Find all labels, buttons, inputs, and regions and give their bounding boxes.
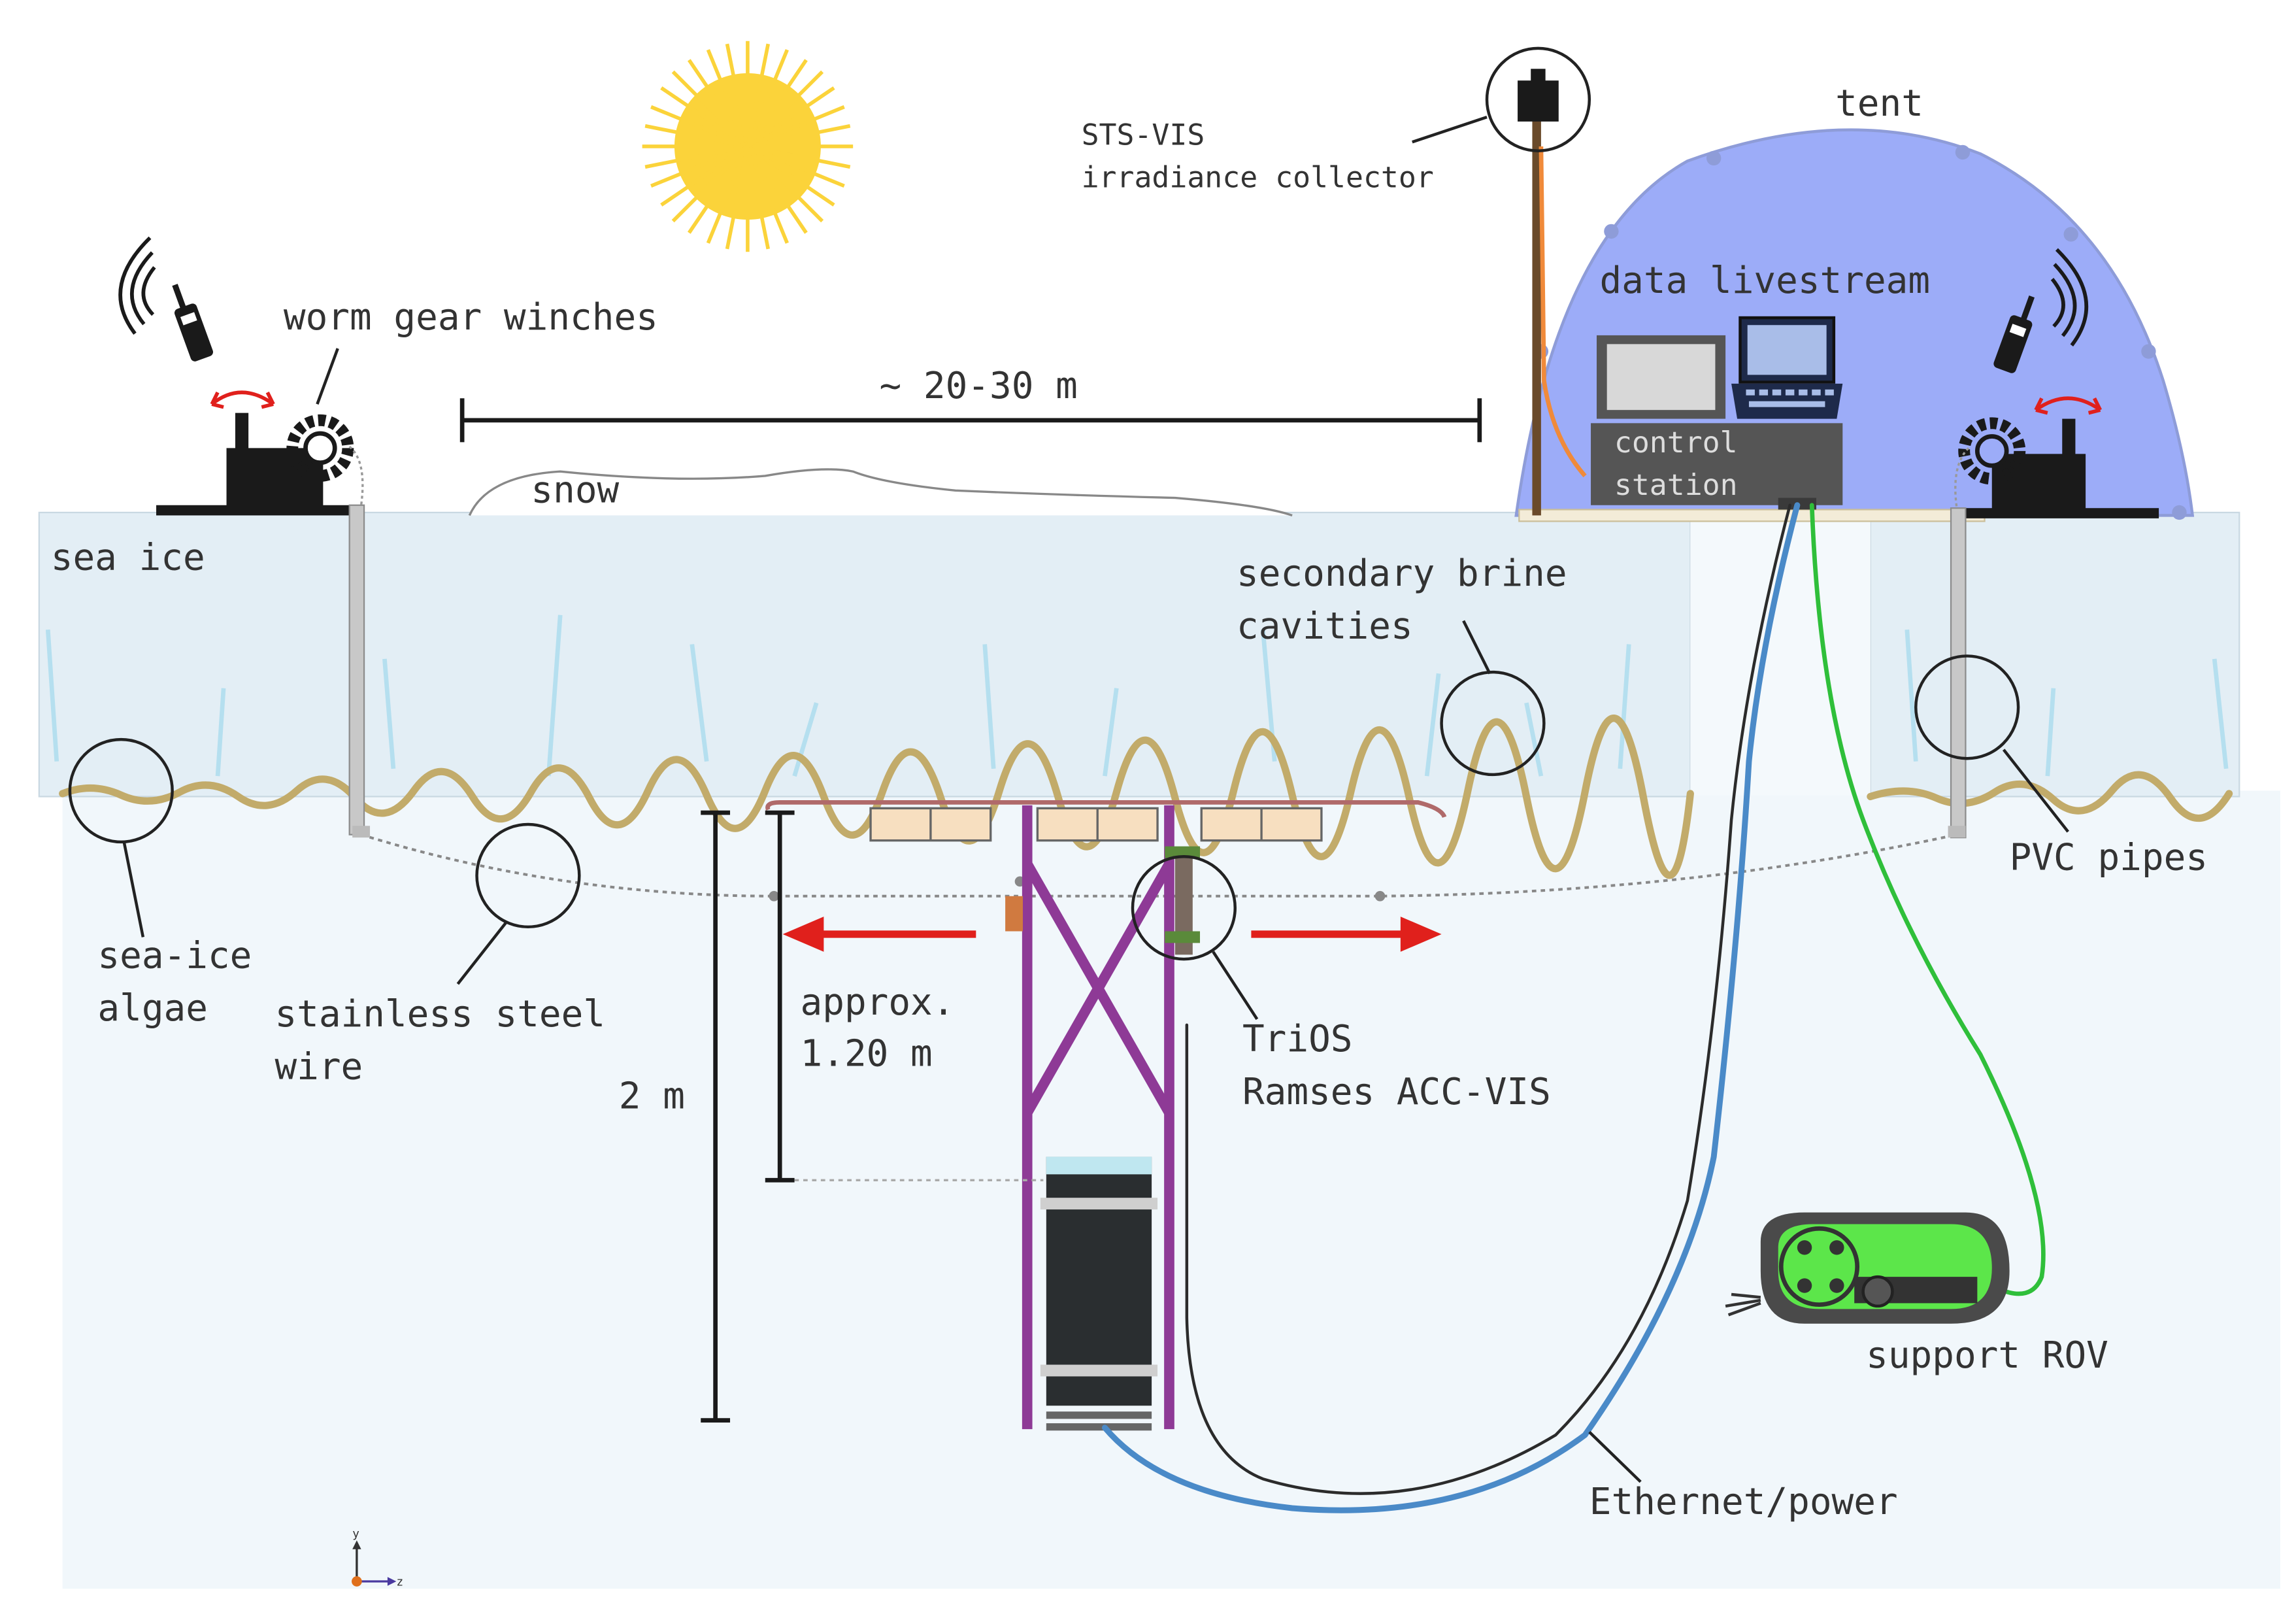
- measurement-frame: [765, 800, 1447, 1431]
- label-pvc-pipes: PVC pipes: [2010, 836, 2208, 879]
- label-snow: snow: [531, 469, 619, 511]
- rotation-arrows-icon: [2035, 396, 2102, 412]
- snow-cover: [468, 468, 1293, 517]
- label-sea-ice-algae-line2: algae: [97, 987, 208, 1030]
- label-worm-gear-winches: worm gear winches: [284, 296, 658, 339]
- label-depth-2m: 2 m: [619, 1075, 685, 1118]
- label-stainless-steel-line2: wire: [275, 1046, 363, 1088]
- label-secondary-brine-line1: secondary brine: [1237, 552, 1567, 595]
- label-sts-vis-line2: irradiance collector: [1082, 160, 1434, 195]
- brine-channel-streaks: [45, 615, 2229, 777]
- labels: tent STS-VIS irradiance collector data l…: [51, 82, 2208, 1523]
- label-sts-vis-line1: STS-VIS: [1082, 118, 1205, 152]
- winch-icon: [1991, 454, 2086, 510]
- tent-canvas: [1514, 128, 2195, 517]
- gear-icon: [1958, 417, 2026, 485]
- pvc-pipe-right: [1950, 507, 1967, 839]
- label-support-rov: support ROV: [1866, 1334, 2108, 1377]
- axis-z-label: z: [396, 1576, 403, 1589]
- rov-tether-green: [1809, 503, 2046, 1296]
- leader-lines: [122, 348, 2069, 1483]
- label-sea-ice: sea ice: [51, 536, 205, 579]
- label-control-station-line2: station: [1614, 467, 1738, 502]
- ethernet-power-cable-blue: [1101, 502, 1801, 1513]
- tent-floor: [1518, 509, 1986, 522]
- sensor-detail-circle: [1485, 46, 1591, 152]
- sea-ice-algae-layer: [59, 715, 2233, 879]
- radio-icon: [1993, 248, 2089, 373]
- pvc-pipe-left: [348, 504, 365, 835]
- label-stainless-steel-line1: stainless steel: [275, 993, 605, 1036]
- label-control-station-line1: control: [1614, 425, 1738, 460]
- axis-triad-icon: y z: [352, 1527, 403, 1589]
- frame-clamp: [1005, 896, 1023, 932]
- tent-stakes: [1533, 144, 2187, 520]
- label-sea-ice-algae-line1: sea-ice: [97, 935, 252, 977]
- floats: [869, 807, 1323, 842]
- sts-vis-leader-line: [1412, 116, 1488, 144]
- stainless-steel-wire: [361, 833, 1957, 898]
- tether-cables: [1101, 502, 2046, 1513]
- control-station-box: [1591, 423, 1843, 505]
- algae-detail-circle: [68, 737, 174, 844]
- ethernet-power-cable-dark: [1185, 503, 1791, 1495]
- detail-circles: [68, 654, 2020, 929]
- label-tent: tent: [1835, 82, 1923, 125]
- pvc-detail-circle: [1914, 654, 2020, 760]
- label-trios-line1: TriOS: [1242, 1018, 1353, 1060]
- sensor-cable-orange: [1539, 146, 1587, 478]
- label-approx-line2: 1.20 m: [801, 1033, 933, 1075]
- deployment-direction-arrows: [782, 917, 1442, 952]
- sun-icon: [642, 41, 854, 252]
- label-ethernet-power: Ethernet/power: [1589, 1481, 1898, 1523]
- gear-icon: [286, 414, 354, 482]
- laptop-icon: [1731, 316, 1843, 419]
- label-trios-line2: Ramses ACC-VIS: [1242, 1071, 1551, 1113]
- frame-top-bar: [765, 800, 1447, 818]
- radio-icon: [118, 236, 213, 362]
- label-approx-line1: approx.: [801, 981, 955, 1024]
- right-winch: [1950, 396, 2159, 839]
- axis-y-label: y: [352, 1527, 359, 1541]
- rotation-arrows-icon: [210, 390, 275, 406]
- depth-scale-bars: [701, 810, 1044, 1423]
- sts-vis-irradiance-collector: [1412, 46, 1591, 516]
- winch-base-plate: [1965, 508, 2159, 518]
- wire-nodes: [352, 826, 1966, 902]
- irradiance-sensor-icon: [1518, 80, 1559, 122]
- tent: [1514, 128, 2195, 522]
- sensor-pole: [1532, 117, 1541, 516]
- label-secondary-brine-line2: cavities: [1237, 605, 1413, 648]
- label-data-livestream: data livestream: [1599, 260, 1930, 302]
- control-station: [1591, 316, 1843, 510]
- label-distance: ~ 20-30 m: [879, 365, 1077, 407]
- brine-detail-circle: [1440, 670, 1546, 777]
- sea-ice-right: [1869, 511, 2240, 798]
- winch-base-plate: [156, 505, 350, 516]
- rov-icon: [1725, 1212, 2010, 1324]
- distance-marker: [459, 398, 1482, 443]
- wire-detail-circle: [475, 822, 581, 929]
- sea-ice-left: [38, 511, 1691, 798]
- trios-detail-circle: [1131, 855, 1237, 961]
